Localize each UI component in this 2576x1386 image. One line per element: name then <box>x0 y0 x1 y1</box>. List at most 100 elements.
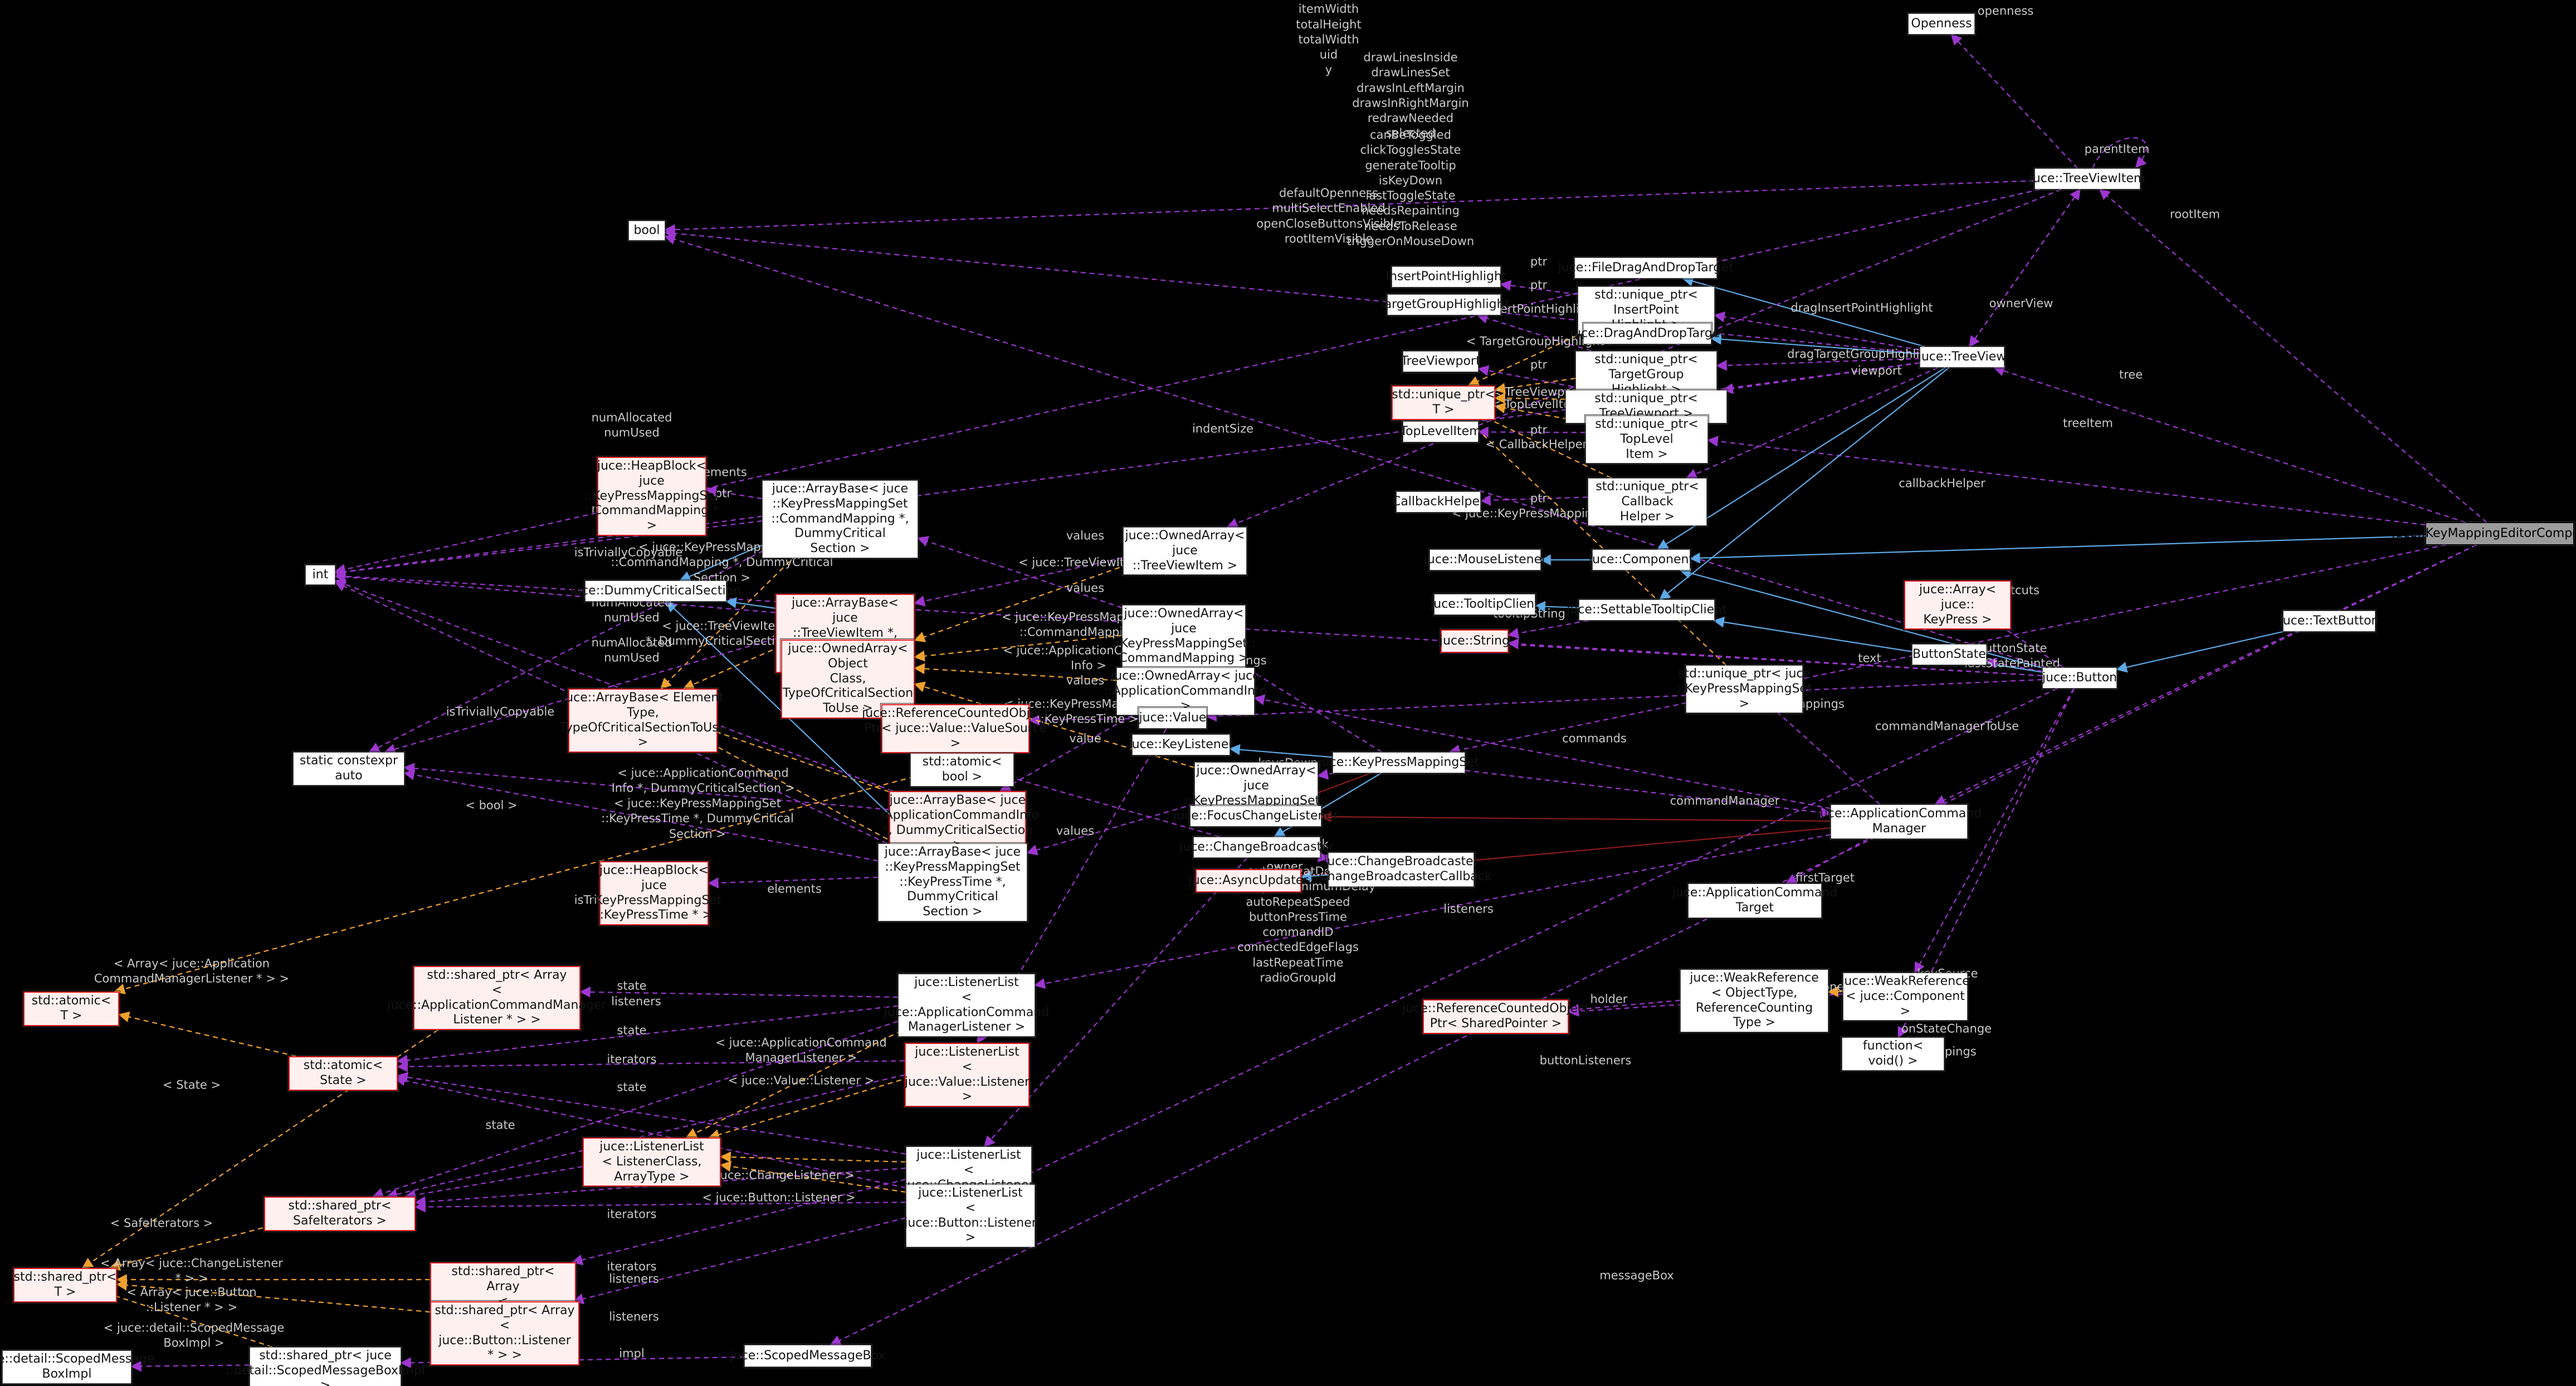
edge-cbcb-async <box>1300 870 1329 882</box>
edge-settable-string <box>1507 619 1589 639</box>
node-component[interactable]: juce::Component <box>1589 548 1694 572</box>
edge-button-buttonstate <box>1985 657 2043 672</box>
edge-acm-ownACI <box>1253 694 1831 809</box>
node-arrElem[interactable]: juce::ArrayBase< Element Type, TypeOfCri… <box>560 687 726 754</box>
edge-button-weakC <box>1914 688 2075 974</box>
node-focus[interactable]: juce::FocusChangeListener <box>1173 804 1338 828</box>
edge-llButton-llClass <box>720 1161 906 1193</box>
node-sharedSafe[interactable]: std::shared_ptr< SafeIterators > <box>263 1195 417 1232</box>
node-mouse[interactable]: juce::MouseListener <box>1424 548 1546 572</box>
node-treeview[interactable]: juce::TreeView <box>1918 345 2006 369</box>
node-sharedT[interactable]: std::shared_ptr< T > <box>12 1267 118 1304</box>
node-tooltipc[interactable]: juce::TooltipClient <box>1430 593 1539 616</box>
node-atomicT[interactable]: std::atomic< T > <box>22 990 120 1027</box>
node-openness[interactable]: Openness <box>1907 12 1976 36</box>
node-atomicState[interactable]: std::atomic< State > <box>287 1055 399 1092</box>
node-uptrKPMS[interactable]: std::unique_ptr< juce ::KeyPressMappingS… <box>1676 663 1812 715</box>
edge-abTVI-int <box>334 571 776 613</box>
node-uptrCBH[interactable]: std::unique_ptr< Callback Helper > <box>1587 476 1708 528</box>
node-textbutton[interactable]: juce::TextButton <box>2280 609 2379 633</box>
node-llClass[interactable]: juce::ListenerList < ListenerClass, Arra… <box>582 1136 722 1188</box>
node-heapKPT[interactable]: juce::HeapBlock< juce ::KeyPressMappingS… <box>586 860 722 927</box>
node-filedrag[interactable]: juce::FileDragAndDropTarget <box>1558 256 1733 280</box>
edge-llButton-sharedBL <box>572 1217 906 1305</box>
node-llValue[interactable]: juce::ListenerList < juce::Value::Listen… <box>904 1041 1031 1109</box>
edge-acm-focus <box>1320 811 1831 823</box>
node-dummy[interactable]: juce::DummyCriticalSection <box>570 579 741 603</box>
edge-button-llButton <box>1006 688 2058 1185</box>
node-topli[interactable]: TopLevelItem <box>1400 420 1481 443</box>
node-ownCM[interactable]: juce::OwnedArray< juce ::KeyPressMapping… <box>1112 603 1256 670</box>
edge-llChange-llClass <box>720 1151 906 1163</box>
edge-acm-llACML <box>1034 834 1831 989</box>
edge-button-bool <box>664 234 2046 668</box>
node-atomicBool[interactable]: std::atomic< bool > <box>909 752 1015 788</box>
edge-abCM-staticauto <box>368 542 779 753</box>
node-insertHL[interactable]: InsertPointHighlight <box>1385 265 1507 289</box>
edge-button-component <box>1679 568 2043 669</box>
edge-llChange-atomicState <box>397 1072 906 1155</box>
node-function[interactable]: function< void() > <box>1841 1036 1945 1072</box>
node-abCM[interactable]: juce::ArrayBase< juce ::KeyPressMappingS… <box>761 479 919 560</box>
edge-kpms-keyl <box>1229 744 1333 758</box>
node-cbcb[interactable]: juce::ChangeBroadcaster ::ChangeBroadcas… <box>1310 851 1492 888</box>
node-sharedBL[interactable]: std::shared_ptr< Array < juce::Button::L… <box>429 1300 580 1367</box>
node-staticauto[interactable]: static constexpr auto <box>292 751 406 787</box>
edge-cbcb-changeb <box>1319 853 1331 865</box>
node-heapCM[interactable]: juce::HeapBlock< juce ::KeyPressMappingS… <box>584 455 720 538</box>
edge-ownCM-ownObj <box>914 635 1123 662</box>
edge-llACML-atomicState <box>397 1005 899 1066</box>
node-tvi[interactable]: juce::TreeViewItem <box>2029 167 2145 191</box>
edge-llButton-sharedSafe <box>414 1201 906 1213</box>
node-detailimpl[interactable]: juce::detail::ScopedMessage BoxImpl <box>0 1349 154 1385</box>
node-settable[interactable]: juce::SettableTooltipClient <box>1567 598 1727 622</box>
edge-uptrIns-insertHL <box>1500 280 1578 295</box>
node-targetHL[interactable]: TargetGroupHighlight <box>1379 293 1509 316</box>
edge-atomicState-atomicT <box>118 1011 296 1057</box>
node-keyl[interactable]: juce::KeyListener <box>1129 733 1233 757</box>
node-value[interactable]: juce::Value <box>1138 706 1208 730</box>
edge-sharedBL-sharedT <box>116 1279 431 1313</box>
edge-kmec-treeview <box>1993 365 2466 524</box>
node-weakC[interactable]: juce::WeakReference < juce::Component > <box>1841 971 1970 1022</box>
node-ownObj[interactable]: juce::OwnedArray< Object Class, TypeOfCr… <box>780 638 916 720</box>
node-kpms[interactable]: juce::KeyPressMappingSet <box>1319 751 1479 774</box>
node-buttonstate[interactable]: ButtonState <box>1911 643 1988 666</box>
node-dragtarget[interactable]: juce::DragAndDropTarget <box>1570 322 1725 345</box>
node-llButton[interactable]: juce::ListenerList < juce::Button::Liste… <box>904 1183 1037 1249</box>
edge-ownTVI-abTVI <box>914 557 1124 607</box>
node-ownTVI[interactable]: juce::OwnedArray< juce ::TreeViewItem > <box>1122 525 1248 577</box>
edge-abACI-staticauto <box>403 763 890 811</box>
node-changeb[interactable]: juce::ChangeBroadcaster <box>1179 836 1334 859</box>
edge-llClass-sharedSafe <box>404 1165 583 1200</box>
edge-uptrTGH-uptrT <box>1494 378 1576 394</box>
node-llACML[interactable]: juce::ListenerList < juce::ApplicationCo… <box>884 972 1049 1038</box>
node-async[interactable]: juce::AsyncUpdater <box>1189 868 1308 894</box>
node-act[interactable]: juce::ApplicationCommand Target <box>1672 882 1837 919</box>
node-uptrT[interactable]: std::unique_ptr< T > <box>1391 384 1496 421</box>
node-scopedmb[interactable]: juce::ScopedMessageBox <box>730 1344 885 1368</box>
node-weakOT[interactable]: juce::WeakReference < ObjectType, Refere… <box>1679 968 1829 1034</box>
node-int[interactable]: int <box>304 564 336 586</box>
node-button[interactable]: juce::Button <box>2041 666 2118 690</box>
node-arrKP[interactable]: juce::Array< juce:: KeyPress > <box>1903 579 2012 631</box>
edge-kmec-scopedmb <box>830 544 2477 1346</box>
edge-tvi-treeview <box>1969 189 2081 348</box>
node-refShared[interactable]: juce::ReferenceCountedObject Ptr< Shared… <box>1402 998 1589 1035</box>
node-sharedACM[interactable]: std::shared_ptr< Array < juce::Applicati… <box>388 964 606 1032</box>
edge-abACI-int <box>334 579 893 792</box>
node-acm[interactable]: juce::ApplicationCommand Manager <box>1817 803 1982 840</box>
node-refValue[interactable]: juce::ReferenceCountedObject Ptr< juce::… <box>862 702 1049 755</box>
node-sharedimpl[interactable]: std::shared_ptr< juce ::detail::ScopedMe… <box>226 1345 425 1386</box>
edge-tvi-openness <box>1950 33 2078 169</box>
node-cbh[interactable]: CallbackHelper <box>1392 490 1485 514</box>
node-uptrTLI[interactable]: std::unique_ptr< TopLevel Item > <box>1584 414 1709 465</box>
edge-uptrCBH-uptrT <box>1466 408 1612 479</box>
node-bool[interactable]: bool <box>627 219 666 242</box>
node-abKPT[interactable]: juce::ArrayBase< juce ::KeyPressMappingS… <box>877 842 1028 923</box>
node-string[interactable]: juce::String <box>1440 628 1510 654</box>
edge-treeview-uptrTVP <box>1722 362 1920 394</box>
edge-abTVI-dummy <box>725 597 776 609</box>
node-treeviewport[interactable]: TreeViewport <box>1401 350 1481 373</box>
